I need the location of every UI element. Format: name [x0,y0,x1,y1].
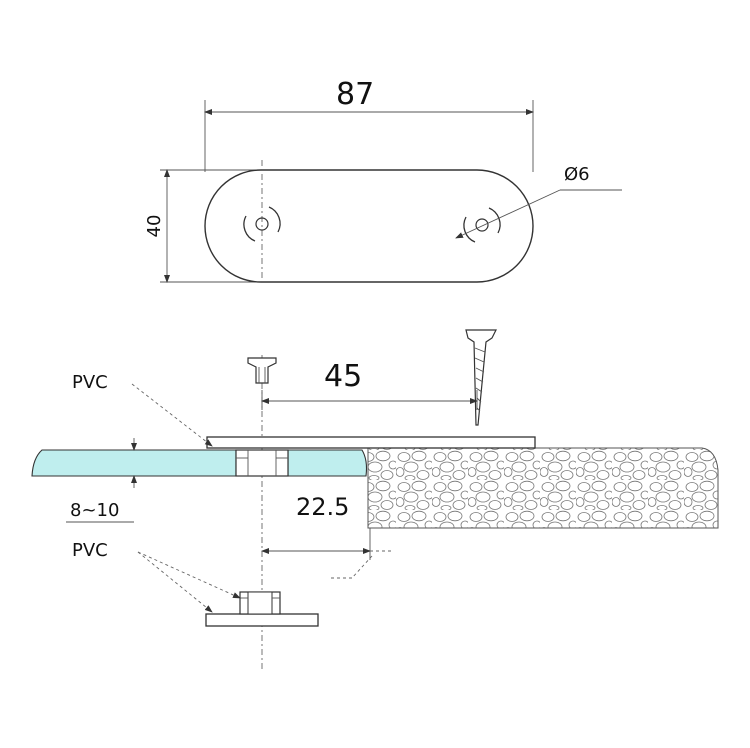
dim-glass-thickness-label: 8~10 [70,500,119,521]
dim-spacing-label: 45 [324,359,362,394]
section-view [31,329,719,672]
pvc-top-label: PVC [72,372,108,393]
dim-width-label: 40 [144,215,165,238]
dim-length-label: 87 [336,77,374,112]
dim-offset-label: 22.5 [296,493,349,521]
dim-hole-label: Ø6 [564,164,590,185]
plate-top-view [160,100,622,283]
pvc-bottom-label: PVC [72,540,108,561]
